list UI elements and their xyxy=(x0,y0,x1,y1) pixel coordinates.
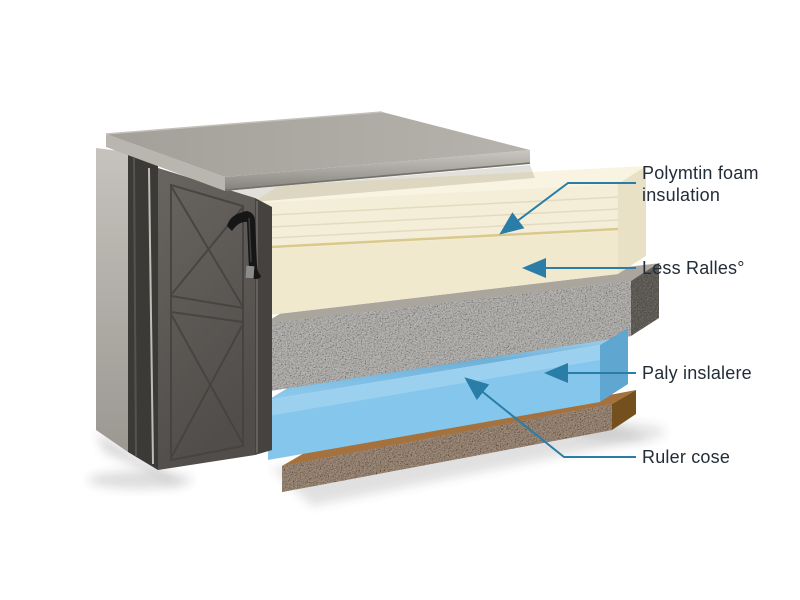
door-panel-grooves xyxy=(170,183,244,462)
label-polymtin-foam-line1: Polymtin foam xyxy=(642,163,759,183)
label-paly-inslalere: Paly inslalere xyxy=(642,363,752,383)
door-handle xyxy=(227,211,261,279)
ground-shadow xyxy=(88,422,666,506)
door-frame xyxy=(96,148,158,470)
leader-line-1 xyxy=(499,182,636,235)
concrete-layer xyxy=(263,263,659,392)
label-polymtin-foam: Polymtin foam insulation xyxy=(642,162,759,206)
label-ruler-cose: Ruler cose xyxy=(642,447,731,467)
metal-top-plate xyxy=(105,111,531,191)
foam-blue-layer xyxy=(268,328,628,460)
label-polymtin-foam-line2: insulation xyxy=(642,185,721,205)
leader-lines xyxy=(464,182,636,458)
garage-door xyxy=(158,168,272,470)
label-less-ralles: Less Ralles° xyxy=(642,258,745,278)
foam-seam-line xyxy=(251,227,619,250)
leader-line-4 xyxy=(464,377,636,458)
plate-shadow xyxy=(225,165,535,204)
foam-cream-layer xyxy=(251,166,646,317)
cork-layer xyxy=(282,390,636,492)
